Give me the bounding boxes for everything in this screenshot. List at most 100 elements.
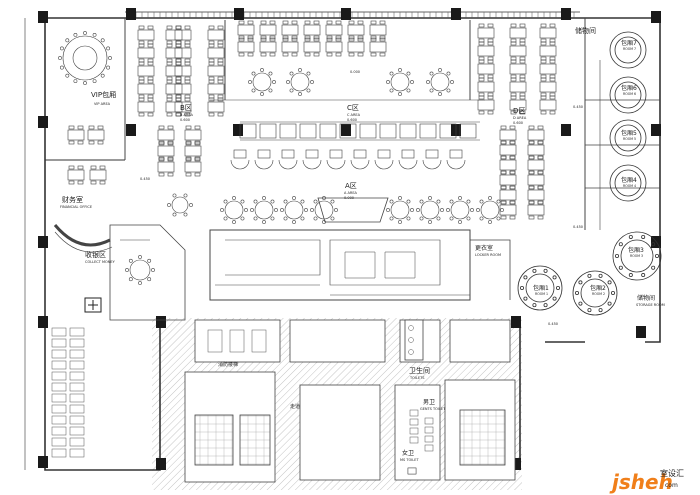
- chair: [509, 200, 516, 205]
- table-top: [207, 101, 225, 113]
- chair: [556, 285, 561, 290]
- chair: [440, 208, 444, 212]
- chair: [487, 41, 494, 46]
- chair: [510, 92, 517, 97]
- chair: [488, 220, 492, 224]
- chair: [208, 112, 215, 117]
- chair: [68, 180, 75, 185]
- chair: [282, 37, 289, 42]
- chair: [519, 59, 526, 64]
- chair: [208, 61, 215, 66]
- waiting-seat: [69, 338, 85, 348]
- waiting-seat: [51, 349, 67, 359]
- level-4: 0.000: [350, 70, 360, 74]
- chair: [500, 200, 507, 205]
- chair: [478, 41, 485, 46]
- chair: [147, 58, 154, 63]
- a-area-bar: [317, 197, 389, 223]
- chair: [478, 92, 485, 97]
- chair: [158, 125, 165, 130]
- chair: [478, 56, 485, 61]
- chair: [184, 43, 191, 48]
- toilet-stall: [409, 418, 419, 426]
- chair: [540, 59, 547, 64]
- chair: [172, 212, 177, 217]
- chair: [175, 25, 182, 30]
- chair: [175, 43, 182, 48]
- chair: [97, 140, 104, 145]
- chair: [167, 172, 174, 177]
- chair: [291, 52, 298, 57]
- chair: [335, 35, 342, 40]
- chair: [175, 58, 182, 63]
- chair: [398, 68, 402, 72]
- chair: [232, 196, 236, 200]
- chair: [458, 196, 462, 200]
- chair: [260, 37, 267, 42]
- label-storage-bottom: 储物间: [637, 294, 655, 302]
- booth-table: [379, 123, 397, 139]
- chair: [500, 155, 507, 160]
- chair: [607, 301, 612, 306]
- waiting-seat: [51, 415, 67, 425]
- lazy-susan: [72, 45, 98, 71]
- chair: [253, 216, 258, 221]
- chair: [138, 79, 145, 84]
- chair: [487, 23, 494, 28]
- label-b-area: B区: [180, 104, 192, 112]
- booth-sofa: [398, 159, 418, 170]
- table-top: [259, 41, 277, 53]
- chair: [147, 94, 154, 99]
- chair: [125, 268, 129, 272]
- booth-sofa: [422, 159, 442, 170]
- chair: [357, 37, 364, 42]
- table-top: [137, 29, 155, 41]
- chair: [510, 95, 517, 100]
- chair: [428, 220, 432, 224]
- chair: [540, 23, 547, 28]
- chair: [519, 110, 526, 115]
- table-top: [539, 99, 557, 111]
- table-top: [527, 174, 545, 186]
- table-top: [499, 129, 517, 141]
- chair: [77, 125, 84, 130]
- chair: [446, 208, 450, 212]
- chair: [175, 61, 182, 66]
- chair: [158, 156, 165, 161]
- chair: [286, 80, 290, 84]
- chair: [223, 216, 228, 221]
- chair: [330, 216, 335, 221]
- table-top: [539, 63, 557, 75]
- booth-table: [299, 123, 317, 139]
- chair: [537, 140, 544, 145]
- chair: [238, 35, 245, 40]
- chair: [147, 43, 154, 48]
- waiting-seat: [51, 360, 67, 370]
- chair: [282, 20, 289, 25]
- label-c-level: 0.600: [347, 118, 357, 122]
- waiting-seat: [69, 448, 85, 458]
- chair: [147, 76, 154, 81]
- table-top: [174, 47, 192, 59]
- chair: [175, 40, 182, 45]
- chair: [194, 156, 201, 161]
- chair: [528, 185, 535, 190]
- chair: [274, 208, 278, 212]
- cashier-counter-edge: [54, 231, 113, 253]
- label-c-area: C区: [347, 104, 359, 112]
- table-top: [499, 174, 517, 186]
- table-top: [303, 41, 321, 53]
- chair: [510, 110, 517, 115]
- table-top: [539, 27, 557, 39]
- label-priv2: 包厢2: [590, 284, 606, 292]
- chair: [304, 20, 311, 25]
- chair: [334, 208, 338, 212]
- table-top: [477, 27, 495, 39]
- chair: [289, 71, 294, 76]
- watermark-brand: jsheh: [609, 470, 673, 494]
- chair: [269, 35, 276, 40]
- chair: [240, 199, 245, 204]
- chair: [167, 125, 174, 130]
